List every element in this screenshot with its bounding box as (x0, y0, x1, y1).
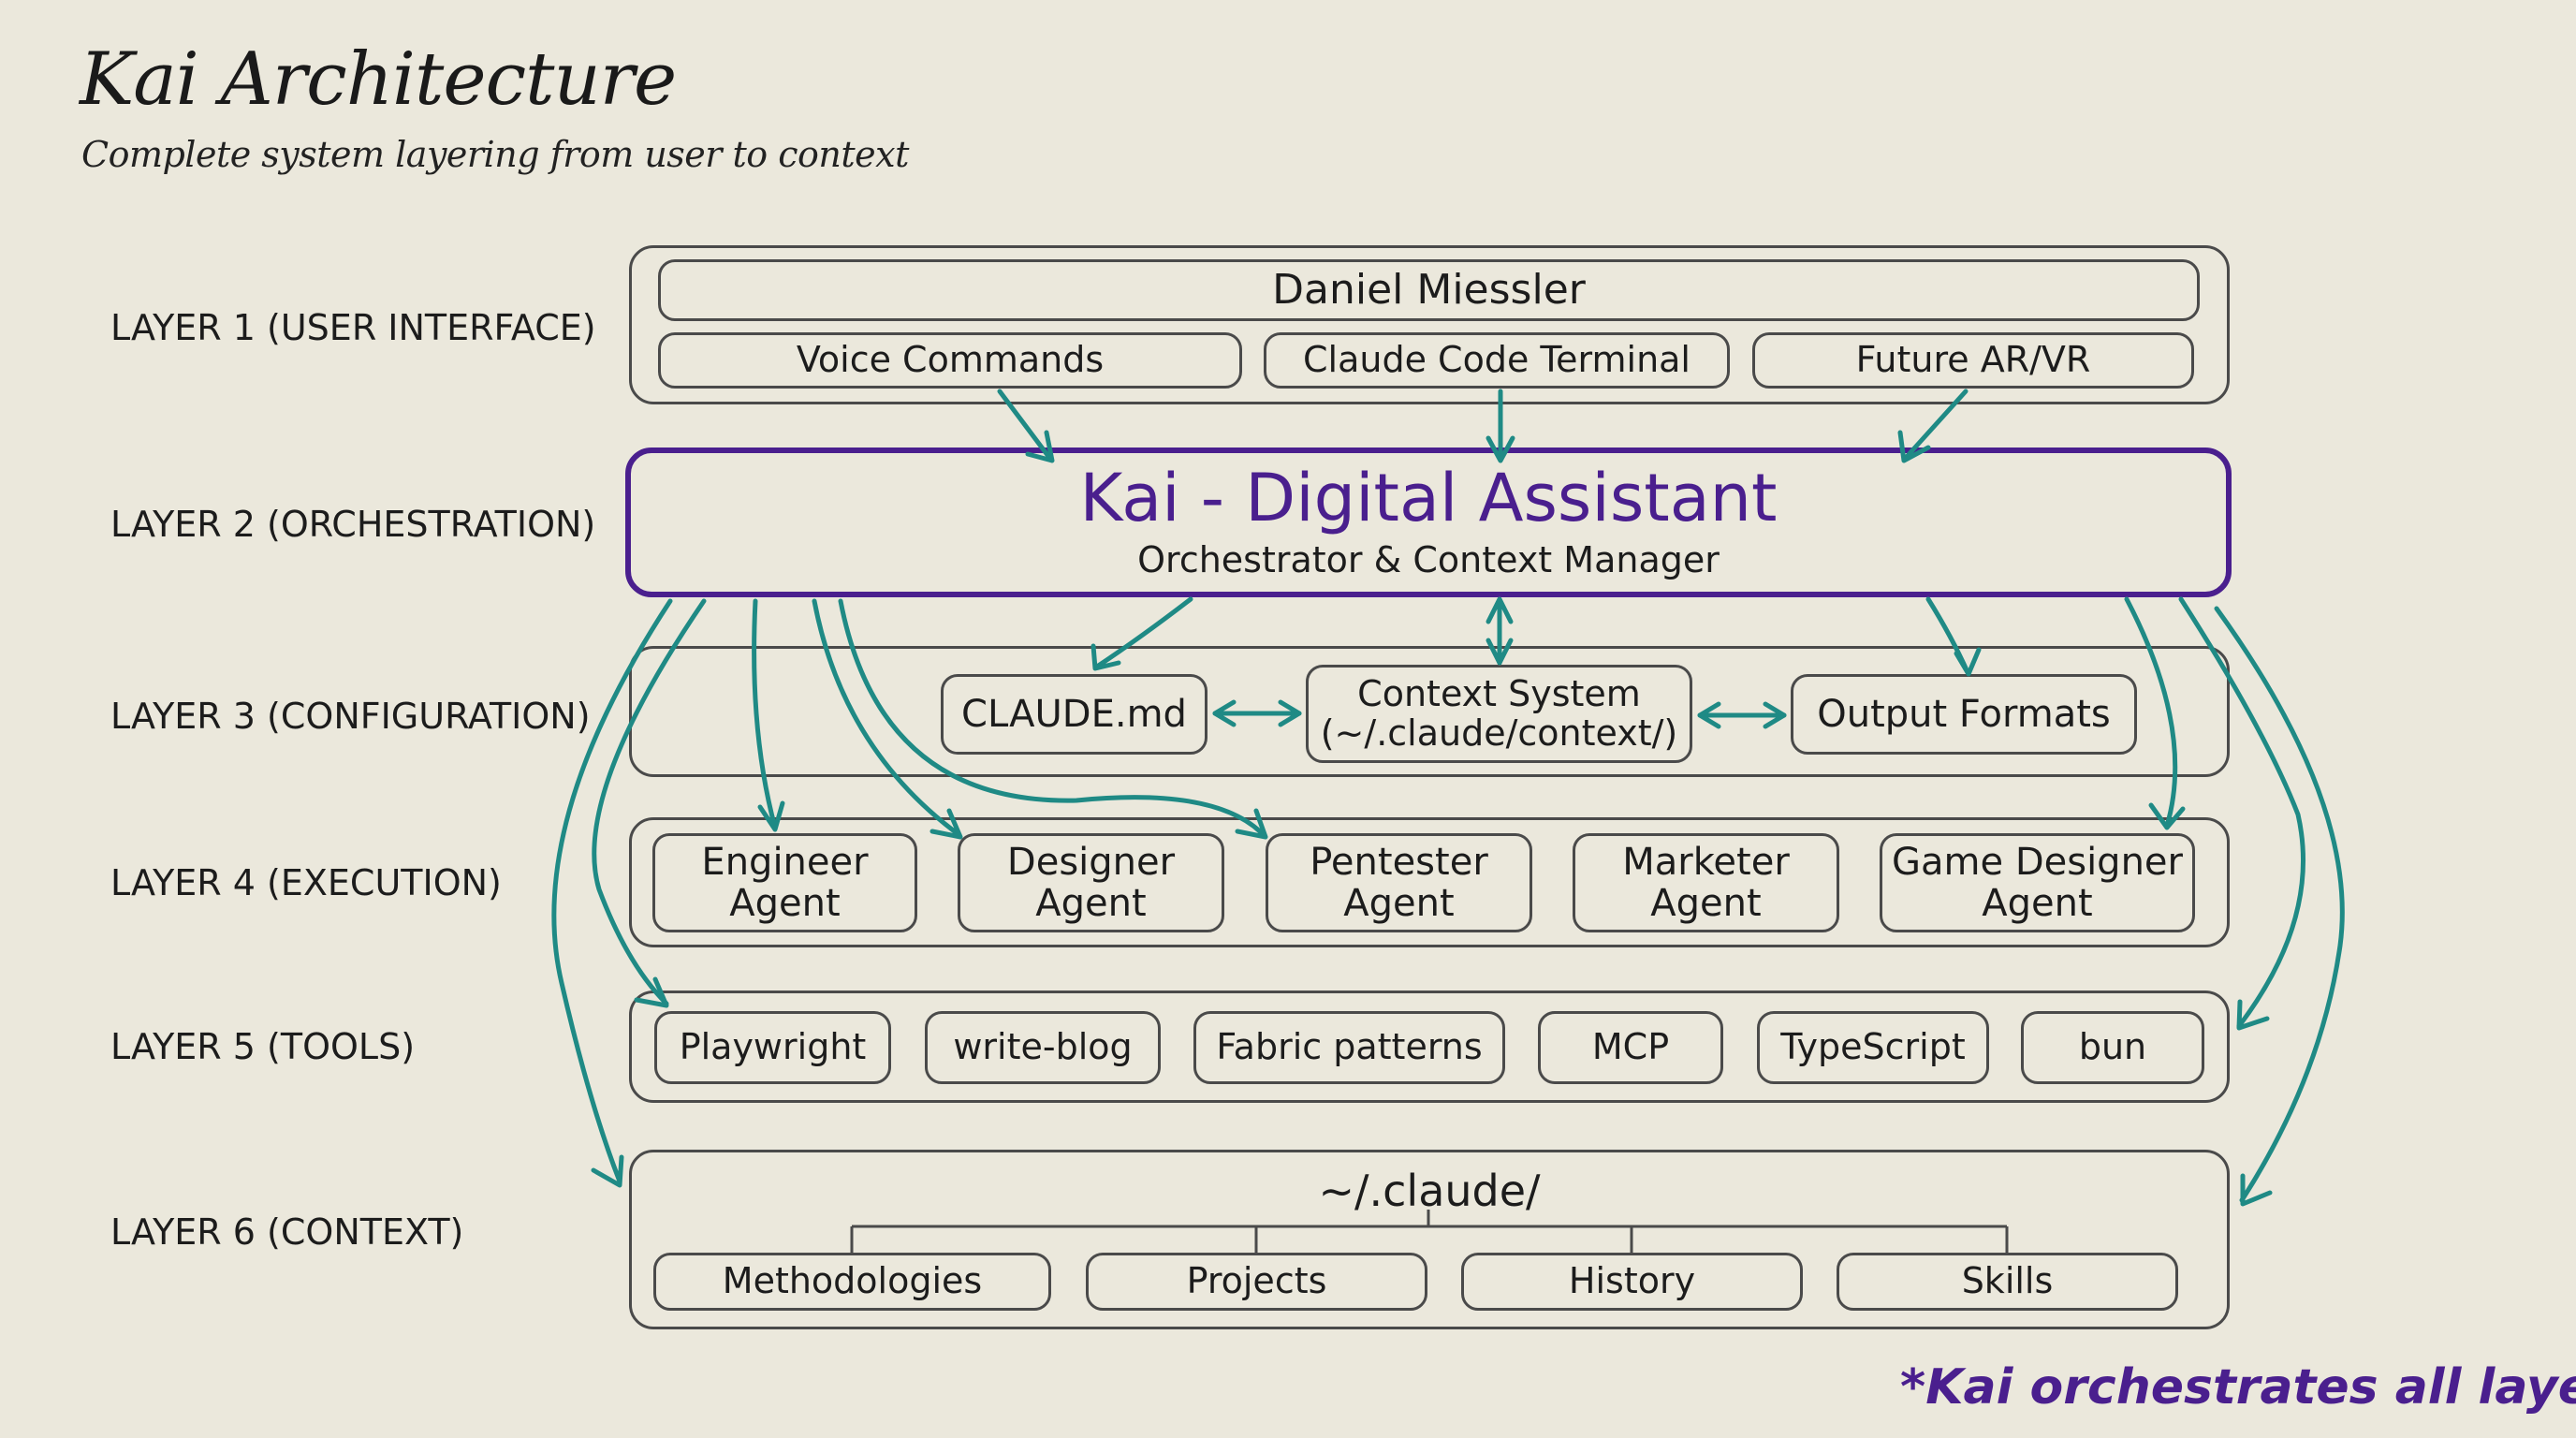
agent-marketer: Marketer Agent (1573, 833, 1839, 932)
layer-5-label: LAYER 5 (TOOLS) (110, 1026, 416, 1067)
context-child-label: Skills (1961, 1260, 2054, 1302)
arrowhead-context-right (2240, 1173, 2273, 1207)
tool-bun: bun (2021, 1011, 2204, 1084)
agent-name: Designer (1006, 841, 1176, 884)
agent-pentester: Pentester Agent (1266, 833, 1532, 932)
context-child-label: Projects (1186, 1260, 1327, 1302)
input-future-ar-vr: Future AR/VR (1752, 332, 2194, 389)
tool-label: MCP (1591, 1026, 1670, 1068)
agent-name: Engineer (701, 841, 869, 884)
layer-6-label: LAYER 6 (CONTEXT) (110, 1211, 464, 1253)
agent-name: Marketer (1622, 841, 1790, 884)
config-label: Context System (1357, 672, 1641, 714)
context-root: ~/.claude/ (1318, 1166, 1541, 1216)
tool-write-blog: write-blog (925, 1011, 1161, 1084)
tool-label: Fabric patterns (1216, 1026, 1483, 1068)
diagram-title: Kai Architecture (80, 37, 677, 122)
input-voice-commands: Voice Commands (658, 332, 1242, 389)
arrowhead-context-left (591, 1154, 624, 1188)
layer-1-container (629, 245, 2230, 404)
context-skills: Skills (1837, 1253, 2178, 1311)
context-history: History (1461, 1253, 1803, 1311)
diagram-subtitle: Complete system layering from user to co… (81, 134, 909, 175)
arrow-kai-to-context-right (2214, 606, 2345, 1203)
agent-game-designer: Game Designer Agent (1880, 833, 2195, 932)
config-claude-md: CLAUDE.md (941, 674, 1208, 755)
tool-label: bun (2078, 1026, 2147, 1068)
config-path: (~/.claude/context/) (1320, 712, 1678, 754)
tool-mcp: MCP (1538, 1011, 1723, 1084)
config-context-system: Context System (~/.claude/context/) (1306, 665, 1692, 763)
tool-label: write-blog (953, 1026, 1133, 1068)
agent-name: Game Designer (1892, 841, 2183, 884)
tool-label: TypeScript (1780, 1026, 1966, 1068)
context-child-label: History (1568, 1260, 1696, 1302)
user-name: Daniel Miessler (1272, 265, 1586, 314)
config-output-formats: Output Formats (1791, 674, 2137, 755)
input-claude-code-terminal: Claude Code Terminal (1264, 332, 1730, 389)
orchestrator-subtitle: Orchestrator & Context Manager (1137, 538, 1720, 580)
tool-label: Playwright (679, 1026, 867, 1068)
agent-suffix: Agent (1035, 882, 1147, 925)
input-label: Voice Commands (796, 339, 1105, 381)
agent-engineer: Engineer Agent (652, 833, 917, 932)
user-node: Daniel Miessler (658, 259, 2200, 321)
agent-suffix: Agent (1982, 882, 2093, 925)
input-label: Claude Code Terminal (1303, 339, 1690, 381)
config-label: CLAUDE.md (961, 693, 1187, 736)
agent-name: Pentester (1310, 841, 1488, 884)
layer-1-label: LAYER 1 (USER INTERFACE) (110, 307, 596, 348)
arrowhead-bun (2236, 999, 2270, 1031)
context-methodologies: Methodologies (653, 1253, 1051, 1311)
context-projects: Projects (1086, 1253, 1427, 1311)
agent-suffix: Agent (1650, 882, 1762, 925)
agent-designer: Designer Agent (958, 833, 1224, 932)
arrowhead-context-up (1486, 596, 1514, 624)
agent-suffix: Agent (1343, 882, 1455, 925)
orchestrator-title: Kai - Digital Assistant (1079, 460, 1778, 537)
layer-6-container: ~/.claude/ (629, 1150, 2230, 1329)
input-label: Future AR/VR (1855, 339, 2091, 381)
tool-playwright: Playwright (654, 1011, 891, 1084)
tool-typescript: TypeScript (1757, 1011, 1989, 1084)
tool-fabric-patterns: Fabric patterns (1193, 1011, 1505, 1084)
context-child-label: Methodologies (722, 1260, 983, 1302)
layer-2-label: LAYER 2 (ORCHESTRATION) (110, 504, 596, 545)
footer-note: *Kai orchestrates all layers* (1900, 1359, 2576, 1416)
config-label: Output Formats (1817, 693, 2111, 736)
layer-4-label: LAYER 4 (EXECUTION) (110, 862, 502, 903)
layer-3-label: LAYER 3 (CONFIGURATION) (110, 696, 591, 737)
agent-suffix: Agent (729, 882, 841, 925)
orchestrator-node: Kai - Digital Assistant Orchestrator & C… (625, 448, 2232, 597)
